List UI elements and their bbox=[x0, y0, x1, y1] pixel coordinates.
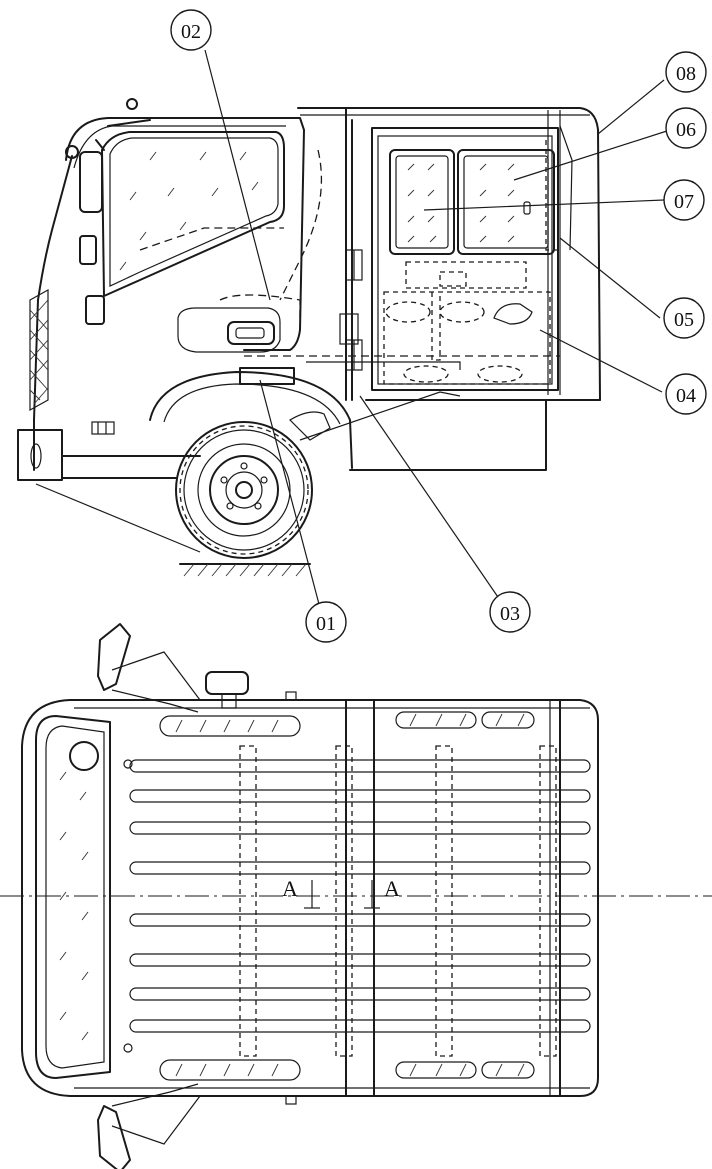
svg-text:05: 05 bbox=[674, 309, 694, 331]
svg-text:02: 02 bbox=[181, 21, 201, 43]
ground bbox=[179, 563, 311, 577]
top-mirrors bbox=[97, 623, 297, 1169]
svg-text:A: A bbox=[282, 876, 298, 901]
cab-glass-marks bbox=[119, 151, 259, 271]
callout-03: 03 bbox=[489, 591, 531, 633]
callout-06: 06 bbox=[665, 107, 707, 149]
windshield-marks bbox=[59, 771, 89, 1041]
callout-01: 01 bbox=[305, 601, 347, 643]
callout-07: 07 bbox=[663, 179, 705, 221]
section-mark-right: A bbox=[364, 876, 400, 909]
svg-text:A: A bbox=[384, 876, 400, 901]
roof-ribs bbox=[123, 759, 591, 1053]
section-mark-left: A bbox=[282, 876, 320, 909]
svg-text:03: 03 bbox=[500, 603, 520, 625]
callout-05: 05 bbox=[663, 297, 705, 339]
side-windows bbox=[159, 711, 535, 1081]
svg-text:04: 04 bbox=[676, 385, 696, 407]
cab-outline bbox=[17, 98, 560, 481]
svg-text:07: 07 bbox=[674, 191, 694, 213]
front-wheel bbox=[175, 421, 313, 559]
svg-text:06: 06 bbox=[676, 119, 696, 141]
door-glass-marks bbox=[407, 163, 515, 243]
crossbeams bbox=[239, 745, 557, 1057]
grille bbox=[29, 288, 49, 412]
svg-text:01: 01 bbox=[316, 613, 336, 635]
callout-08: 08 bbox=[665, 51, 707, 93]
leader-lines bbox=[35, 49, 671, 609]
side-view bbox=[17, 49, 671, 609]
callout-02: 02 bbox=[170, 9, 212, 51]
svg-text:08: 08 bbox=[676, 63, 696, 85]
top-view: A A bbox=[0, 623, 712, 1169]
rear-door bbox=[371, 125, 573, 391]
body-outline bbox=[297, 107, 601, 471]
door-hinges bbox=[339, 249, 363, 371]
callout-04: 04 bbox=[665, 373, 707, 415]
